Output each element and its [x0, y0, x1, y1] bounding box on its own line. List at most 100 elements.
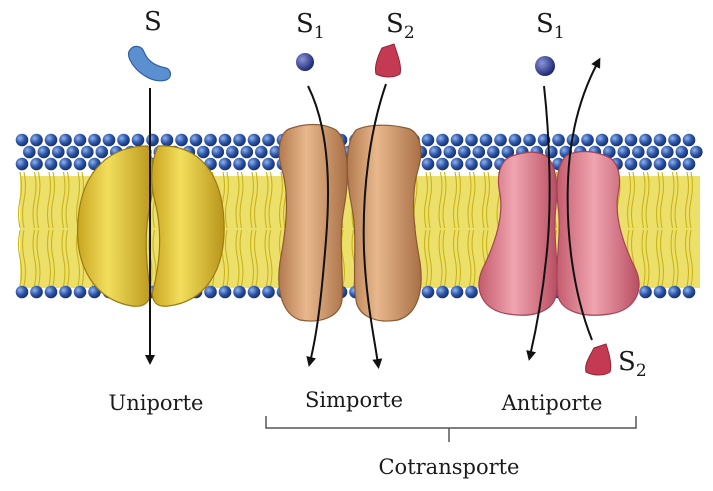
- lipid-head: [233, 286, 246, 299]
- lipid-head: [639, 286, 652, 299]
- lipid-head: [552, 134, 565, 147]
- lipid-head: [59, 158, 72, 171]
- lipid-head: [262, 134, 275, 147]
- lipid-head: [618, 146, 631, 159]
- lipid-head: [480, 134, 493, 147]
- lipid-head: [219, 286, 232, 299]
- cotransporte-label: Cotransporte: [378, 455, 519, 479]
- antiport-s1-label: S1: [536, 9, 565, 43]
- antiport-s2-letter: S: [618, 347, 636, 377]
- lipid-head: [255, 146, 268, 159]
- lipid-head: [45, 158, 58, 171]
- lipid-head: [639, 158, 652, 171]
- lipid-head: [248, 158, 261, 171]
- lipid-head: [654, 158, 667, 171]
- lipid-head: [683, 134, 696, 147]
- lipid-head: [436, 286, 449, 299]
- lipid-head: [45, 286, 58, 299]
- lipid-head: [610, 134, 623, 147]
- lipid-head: [30, 286, 43, 299]
- antiport-s2-label: S2: [618, 347, 647, 381]
- uniport-substrate-crescent-icon: [129, 46, 171, 80]
- lipid-head: [248, 134, 261, 147]
- uniport-s-label: S: [144, 7, 162, 37]
- lipid-head: [509, 134, 522, 147]
- lipid-head: [204, 134, 217, 147]
- lipid-head: [16, 286, 29, 299]
- lipid-head: [465, 158, 478, 171]
- lipid-head: [436, 134, 449, 147]
- lipid-head: [175, 134, 188, 147]
- lipid-head: [30, 134, 43, 147]
- symport-s2-label: S2: [386, 9, 415, 43]
- lipid-head: [233, 134, 246, 147]
- symport-s2-letter: S: [386, 9, 404, 39]
- lipid-head: [422, 158, 435, 171]
- symport-s1-subscript: 1: [314, 23, 325, 43]
- lipid-head: [117, 134, 130, 147]
- lipid-head: [74, 286, 87, 299]
- lipid-head: [654, 134, 667, 147]
- lipid-head: [219, 134, 232, 147]
- lipid-head: [451, 286, 464, 299]
- lipid-head: [690, 146, 703, 159]
- lipid-head: [74, 158, 87, 171]
- lipid-head: [683, 286, 696, 299]
- lipid-head: [668, 134, 681, 147]
- lipid-head: [88, 134, 101, 147]
- lipid-head: [581, 134, 594, 147]
- antiport-s2-cone-icon: [586, 344, 611, 375]
- lipid-head: [473, 146, 486, 159]
- lipid-head: [429, 146, 442, 159]
- antiport-s1-subscript: 1: [554, 23, 565, 43]
- lipid-head: [436, 158, 449, 171]
- symport-s1-letter: S: [296, 9, 314, 39]
- symport-s1-label: S1: [296, 9, 325, 43]
- lipid-head: [465, 134, 478, 147]
- lipid-head: [262, 286, 275, 299]
- lipid-head: [30, 158, 43, 171]
- lipid-head: [212, 146, 225, 159]
- lipid-head: [59, 134, 72, 147]
- lipid-head: [523, 134, 536, 147]
- symport-s2-cone-icon: [375, 44, 400, 77]
- lipid-head: [132, 134, 145, 147]
- lipid-head: [487, 146, 500, 159]
- lipid-head: [38, 146, 51, 159]
- lipid-head: [654, 286, 667, 299]
- symport-protein-right-half: [347, 125, 421, 321]
- lipid-head: [45, 134, 58, 147]
- lipid-head: [96, 146, 109, 159]
- lipid-head: [16, 134, 29, 147]
- lipid-head: [190, 134, 203, 147]
- lipid-head: [676, 146, 689, 159]
- lipid-head: [16, 158, 29, 171]
- lipid-head: [23, 146, 36, 159]
- lipid-head: [458, 146, 471, 159]
- lipid-head: [639, 134, 652, 147]
- lipid-head: [422, 286, 435, 299]
- antiport-protein: [479, 152, 639, 316]
- cotransporte-bracket: [266, 416, 636, 442]
- lipid-head: [161, 134, 174, 147]
- uniporte-label: Uniporte: [109, 391, 204, 415]
- lipid-head: [465, 286, 478, 299]
- antiport-s2-subscript: 2: [636, 361, 647, 381]
- lipid-head: [625, 134, 638, 147]
- lipid-head: [451, 134, 464, 147]
- antiport-s1-letter: S: [536, 9, 554, 39]
- lipid-head: [241, 146, 254, 159]
- lipid-head: [197, 146, 210, 159]
- lipid-head: [59, 286, 72, 299]
- lipid-head: [668, 286, 681, 299]
- lipid-head: [422, 134, 435, 147]
- lipid-head: [233, 158, 246, 171]
- lipid-head: [226, 146, 239, 159]
- lipid-head: [596, 134, 609, 147]
- antiporte-label: Antiporte: [501, 391, 603, 415]
- lipid-head: [219, 158, 232, 171]
- symport-s1-sphere-icon: [296, 53, 314, 71]
- antiport-s1-sphere-icon: [535, 56, 555, 76]
- lipid-head: [248, 286, 261, 299]
